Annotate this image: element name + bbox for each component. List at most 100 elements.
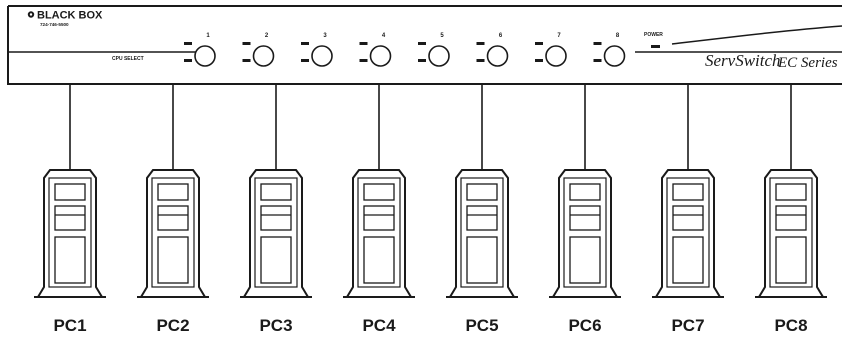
cpu-select-label: CPU SELECT <box>112 56 144 62</box>
pc-tower: PC8 <box>755 169 827 335</box>
drive-bay <box>363 183 395 201</box>
port-number: 5 <box>440 33 444 39</box>
port-5: 5 <box>418 33 450 67</box>
port-number: 1 <box>206 33 210 39</box>
pc-label: PC8 <box>774 316 807 335</box>
kvm-switch-unit: BLACK BOX 724-746-5500 CPU SELECT 1 2 3 4 5 6… <box>7 5 842 85</box>
brand-name: BLACK BOX <box>37 10 103 22</box>
port-2: 2 <box>242 33 275 67</box>
drive-bay <box>775 183 807 201</box>
switch-panel-curve <box>671 25 842 45</box>
switch-body-outline <box>7 5 842 85</box>
tower-lower-panel <box>466 236 498 284</box>
pc-label: PC7 <box>671 316 704 335</box>
pc-tower: PC2 <box>137 169 209 335</box>
port-led-top <box>301 42 309 45</box>
tower-lower-panel <box>775 236 807 284</box>
port-6: 6 <box>476 33 509 67</box>
port-led-top <box>184 42 192 45</box>
port-led-top <box>535 42 543 45</box>
port-select-button <box>603 45 626 67</box>
port-led-bottom <box>593 59 602 62</box>
tower-lower-panel <box>54 236 86 284</box>
drive-bay <box>54 183 86 201</box>
pc-label: PC4 <box>362 316 396 335</box>
drive-bay <box>672 183 704 201</box>
pc-label: PC1 <box>53 316 86 335</box>
port-8: 8 <box>593 33 626 67</box>
port-select-button <box>252 45 275 67</box>
port-7: 7 <box>535 33 567 67</box>
drive-bay <box>569 205 601 231</box>
drive-bay <box>363 205 395 231</box>
port-led-top <box>242 42 251 45</box>
port-led-bottom <box>359 59 368 62</box>
drive-bay <box>54 205 86 231</box>
pc-tower: PC5 <box>446 169 518 335</box>
tower-front-panel <box>151 177 195 288</box>
tower-lower-panel <box>363 236 395 284</box>
pc-tower: PC6 <box>549 169 621 335</box>
port-led-bottom <box>418 59 426 62</box>
port-select-button <box>194 45 216 67</box>
port-led-top <box>418 42 426 45</box>
pc-label: PC6 <box>568 316 601 335</box>
port-led-bottom <box>301 59 309 62</box>
model-series: EC Series <box>777 55 838 71</box>
port-led-bottom <box>476 59 485 62</box>
port-select-button <box>486 45 509 67</box>
pc-label: PC3 <box>259 316 292 335</box>
black-box-logo: BLACK BOX <box>27 10 103 22</box>
port-4: 4 <box>359 33 392 67</box>
pc-tower: PC1 <box>34 169 106 335</box>
port-select-button <box>311 45 333 67</box>
port-select-button <box>545 45 567 67</box>
pc-tower: PC3 <box>240 169 312 335</box>
model-name: ServSwitch <box>705 51 781 70</box>
port-number: 8 <box>616 33 620 39</box>
port-number: 7 <box>557 33 561 39</box>
port-led-bottom <box>184 59 192 62</box>
drive-bay <box>569 183 601 201</box>
drive-bay <box>775 205 807 231</box>
pc-label: PC2 <box>156 316 189 335</box>
tower-lower-panel <box>569 236 601 284</box>
port-select-button <box>369 45 392 67</box>
port-led-bottom <box>535 59 543 62</box>
tower-front-panel <box>48 177 92 288</box>
port-select-button <box>428 45 450 67</box>
port-number: 2 <box>265 33 269 39</box>
tower-front-panel <box>666 177 710 288</box>
tower-front-panel <box>460 177 504 288</box>
port-led-top <box>593 42 602 45</box>
pc-tower: PC4 <box>343 169 415 335</box>
computers: PC1 PC2 PC3 PC4 PC5 PC6 PC7 PC8 <box>34 169 827 335</box>
port-3: 3 <box>301 33 333 67</box>
port-led-bottom <box>242 59 251 62</box>
power-led <box>651 45 660 48</box>
drive-bay <box>466 183 498 201</box>
tower-lower-panel <box>157 236 189 284</box>
brand-phone: 724-746-5500 <box>40 22 69 27</box>
port-number: 4 <box>382 33 386 39</box>
pc-tower: PC7 <box>652 169 724 335</box>
drive-bay <box>260 205 292 231</box>
port-buttons: 1 2 3 4 5 6 7 8 <box>184 33 626 67</box>
drive-bay <box>672 205 704 231</box>
port-number: 3 <box>323 33 327 39</box>
tower-front-panel <box>254 177 298 288</box>
port-number: 6 <box>499 33 503 39</box>
drive-bay <box>157 183 189 201</box>
tower-lower-panel <box>672 236 704 284</box>
cables <box>69 84 792 170</box>
tower-front-panel <box>769 177 813 288</box>
drive-bay <box>157 205 189 231</box>
port-led-top <box>476 42 485 45</box>
port-led-top <box>359 42 368 45</box>
tower-front-panel <box>563 177 607 288</box>
model-logo: ServSwitch EC Series <box>705 51 838 71</box>
port-1: 1 <box>184 33 216 67</box>
pc-label: PC5 <box>465 316 498 335</box>
tower-lower-panel <box>260 236 292 284</box>
